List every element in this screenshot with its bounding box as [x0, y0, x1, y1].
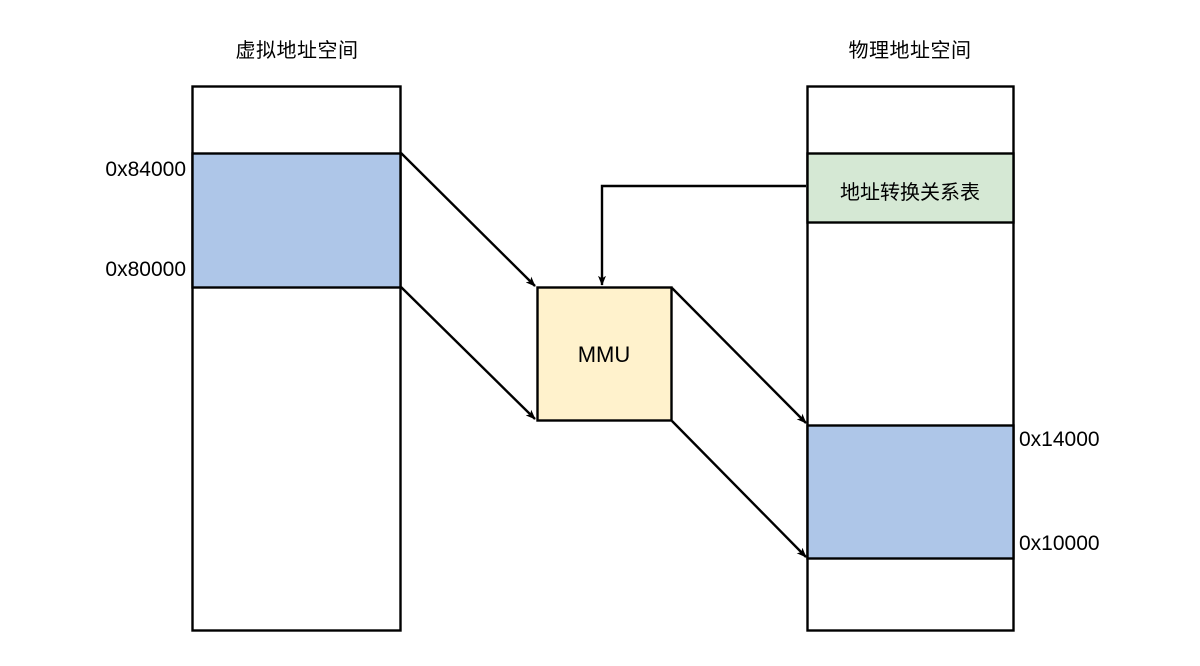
physical-space-title: 物理地址空间 — [848, 40, 972, 62]
address-translation-table-label: 地址转换关系表 — [840, 182, 980, 204]
physical-address-bottom-label: 0x10000 — [1019, 532, 1100, 555]
virtual-address-top-label: 0x84000 — [105, 158, 186, 181]
connector-table-to-mmu — [598, 184, 806, 286]
physical-mapped-region — [806, 424, 1015, 560]
virtual-address-space-column — [191, 85, 402, 632]
address-translation-table-band — [806, 152, 1015, 224]
mmu-label: MMU — [577, 342, 631, 367]
connector-mmu-to-physical-bottom — [671, 420, 807, 558]
virtual-address-bottom-label: 0x80000 — [105, 258, 186, 281]
physical-address-top-label: 0x14000 — [1019, 428, 1100, 451]
virtual-mapped-region — [191, 152, 402, 289]
mmu-box — [536, 286, 673, 422]
connector-virtual-bottom-to-mmu — [400, 286, 536, 420]
virtual-space-title: 虚拟地址空间 — [235, 40, 359, 62]
connector-virtual-top-to-mmu — [400, 152, 536, 287]
physical-address-space-column — [806, 85, 1015, 632]
connector-mmu-to-physical-top — [671, 287, 807, 424]
